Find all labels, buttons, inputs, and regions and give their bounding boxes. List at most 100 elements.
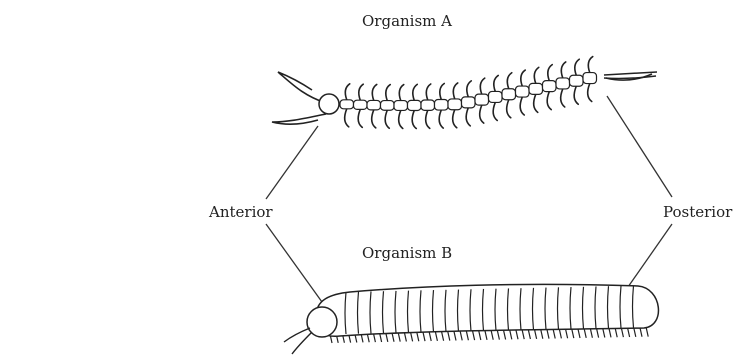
centipede-segment: [354, 100, 368, 109]
centipede-leg: [426, 84, 430, 100]
millipede-leg: [497, 331, 499, 340]
millipede-leg: [448, 332, 450, 341]
millipede-leg: [466, 331, 468, 340]
millipede-leg: [640, 328, 642, 337]
centipede-leg: [480, 105, 484, 123]
millipede-leg: [392, 333, 394, 342]
millipede-leg: [547, 330, 549, 339]
millipede-leg: [634, 328, 636, 337]
centipede-leg: [439, 110, 443, 128]
millipede-leg: [398, 333, 400, 342]
posterior-connector-top: [607, 96, 672, 197]
centipede-segment: [394, 101, 408, 111]
centipede-leg: [385, 110, 389, 128]
millipede-leg: [442, 332, 444, 341]
centipede-leg: [480, 78, 484, 94]
millipede-leg: [621, 328, 623, 337]
centipede-segment: [516, 86, 530, 97]
centipede-leg: [359, 84, 363, 100]
millipede-leg: [528, 330, 530, 339]
millipede-leg: [522, 330, 524, 339]
millipede-leg: [404, 333, 406, 342]
centipede-leg: [466, 108, 470, 126]
centipede-leg: [521, 70, 525, 86]
centipede-body: [340, 73, 597, 111]
millipede-leg: [559, 329, 561, 338]
centipede-leg: [412, 110, 416, 128]
millipede-leg: [646, 328, 648, 337]
organism-b-label: Organism B: [362, 246, 452, 261]
millipede-leg: [535, 330, 537, 339]
millipede-leg: [609, 328, 611, 337]
centipede-leg: [534, 94, 538, 112]
centipede-leg: [561, 89, 565, 107]
centipede-leg: [372, 110, 376, 128]
centipede-segment: [367, 100, 381, 109]
centipede-leg: [493, 102, 497, 120]
centipede-leg: [561, 62, 565, 78]
millipede-drawing: [284, 284, 658, 354]
millipede-leg: [473, 331, 475, 340]
centipede-segment: [502, 89, 516, 100]
centipede-leg: [386, 85, 390, 101]
centipede-segment: [583, 73, 597, 84]
centipede-leg: [588, 84, 592, 102]
centipede-head: [319, 94, 339, 114]
millipede-leg: [590, 329, 592, 338]
centipede-left-antenna: [278, 72, 326, 103]
centipede-leg: [507, 100, 511, 118]
organism-a-label: Organism A: [362, 14, 452, 29]
centipede-segment: [570, 75, 584, 86]
centipede-segment: [421, 100, 435, 110]
centipede-segment: [381, 101, 395, 111]
millipede-leg: [584, 329, 586, 338]
centipede-segment: [340, 100, 354, 109]
connector-lines: [266, 96, 672, 302]
centipede-leg: [575, 59, 579, 75]
millipede-leg: [417, 332, 419, 341]
millipede-leg: [479, 331, 481, 340]
anterior-label: Anterior: [209, 205, 273, 220]
centipede-leg: [372, 84, 376, 100]
millipede-leg: [485, 331, 487, 340]
millipede-leg: [541, 330, 543, 339]
centipede-segment: [448, 99, 462, 110]
centipede-leg: [413, 84, 417, 100]
centipede-leg: [588, 57, 592, 73]
centipede-leg: [547, 92, 551, 110]
millipede-leg: [597, 329, 599, 338]
millipede-leg: [615, 328, 617, 337]
millipede-leg: [460, 331, 462, 340]
centipede-leg: [453, 83, 457, 99]
millipede-leg: [454, 332, 456, 341]
centipede-segment: [408, 100, 422, 110]
millipede-leg: [423, 332, 425, 341]
centipede-right-antenna: [272, 114, 326, 124]
millipede-leg: [516, 330, 518, 339]
centipede-segment: [529, 83, 543, 94]
centipede-leg: [453, 110, 457, 128]
millipede-leg: [553, 330, 555, 339]
millipede-leg: [504, 331, 506, 340]
millipede-leg: [510, 330, 512, 339]
centipede-segment: [543, 81, 557, 92]
centipede-leg: [507, 73, 511, 89]
centipede-leg: [358, 109, 362, 127]
centipede-leg: [548, 65, 552, 81]
centipede-segment: [475, 94, 489, 105]
millipede-leg: [628, 328, 630, 337]
centipede-leg: [345, 109, 349, 127]
centipede-segment: [489, 91, 503, 102]
centipede-leg: [440, 84, 444, 100]
millipede-leg: [435, 332, 437, 341]
centipede-segment: [462, 97, 476, 108]
centipede-segment: [556, 78, 570, 89]
centipede-leg: [534, 67, 538, 83]
centipede-leg: [467, 81, 471, 97]
millipede-leg: [566, 329, 568, 338]
millipede-leg: [411, 332, 413, 341]
posterior-label: Posterior: [663, 205, 732, 220]
centipede-leg: [494, 75, 498, 91]
centipede-leg: [426, 110, 430, 128]
